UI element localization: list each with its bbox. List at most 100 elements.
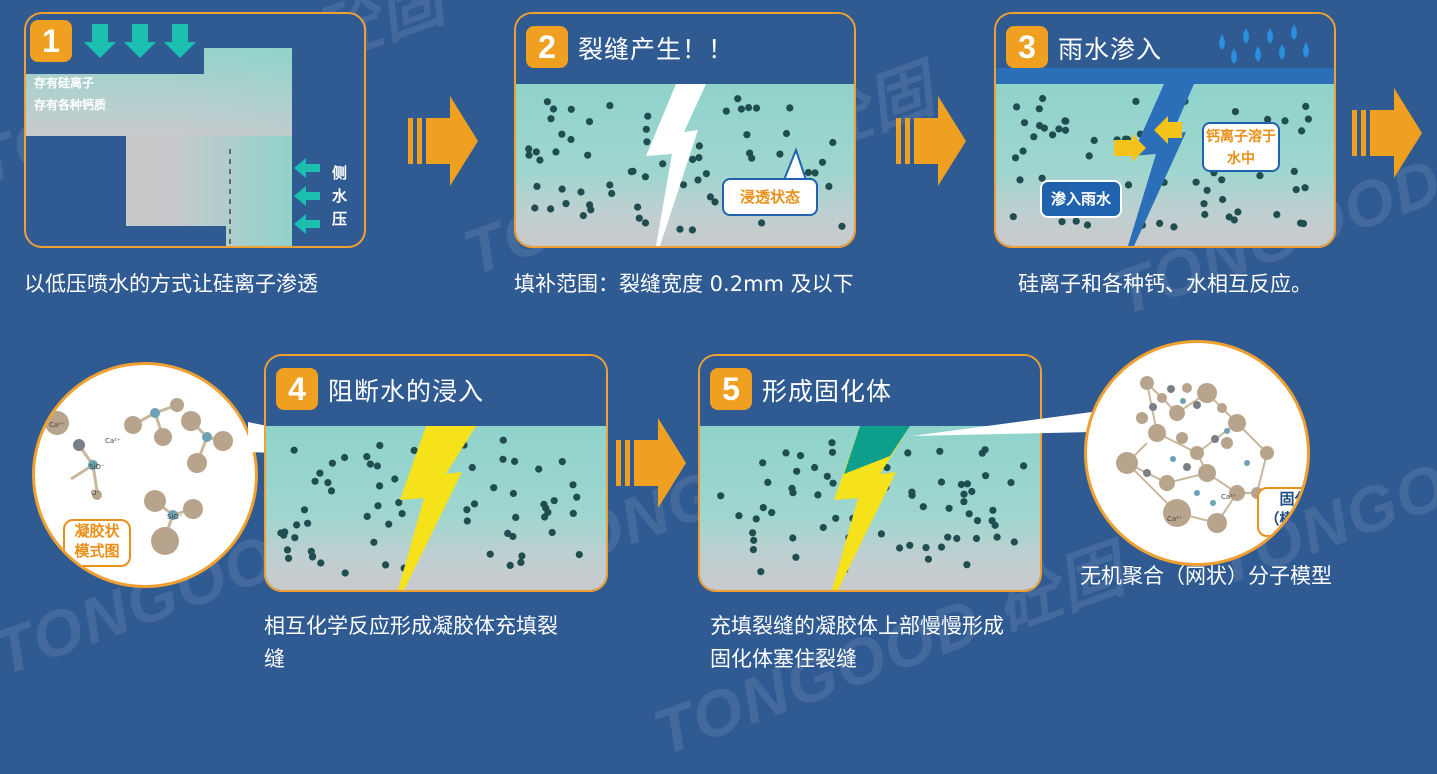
gel-model-circle: Ca²⁺ Ca²⁺ SiO⁻ SiO⁻ O⁻ 凝胶状模式图 [32,362,258,588]
particle [788,484,796,492]
particle [989,506,997,514]
particle [511,457,519,465]
magnify-pointer [912,412,1092,436]
particle [366,460,374,468]
particle [1230,216,1238,224]
particle [825,182,833,190]
particle [752,515,760,523]
particle [811,169,819,177]
particle [291,534,299,542]
particle [711,198,719,206]
calcium-dissolved-bubble: 钙离子溶于水中 [1202,122,1280,172]
particle [972,534,981,543]
particle [606,102,614,110]
particle [811,463,819,472]
particle [327,487,336,495]
particle [1264,115,1272,123]
particle [304,519,312,527]
particle [363,512,371,520]
particle [1085,152,1093,160]
flow-arrow-icon [408,96,478,186]
crack-icon [646,84,706,246]
particle [470,500,479,508]
particle [486,550,494,558]
particle [963,561,971,569]
particle [1035,105,1043,113]
ion-label: SiO⁻ [167,513,183,521]
particle [363,453,371,461]
particle [1013,103,1021,111]
particle [468,463,476,472]
step-number: 4 [276,368,318,410]
particle [644,112,652,120]
step1-caption: 以低压喷水的方式让硅离子渗透 [24,272,318,296]
particle [293,521,301,529]
particle [370,538,378,546]
particle [518,552,526,560]
particle [1234,208,1242,216]
particle [945,504,953,512]
particle [1302,102,1310,110]
particle [973,517,982,525]
solid-crack-icon [832,426,910,590]
particle [376,441,384,450]
particle [1297,219,1305,227]
permeation-state-bubble: 浸透状态 [722,178,818,216]
particle [832,514,840,522]
particle [735,512,743,520]
particle [641,219,650,227]
particle [280,531,288,539]
particle [463,506,471,514]
particle [829,479,837,487]
particle [818,158,827,166]
particle [746,149,754,157]
particle [792,553,800,561]
particle [569,481,577,489]
solid-model-tag: 固化体（模式图） [1257,487,1307,537]
particle [702,170,710,178]
particle [757,568,765,576]
step-title: 裂缝产生！！ [578,35,735,64]
side-pressure-label: 侧 水 压 [332,164,348,228]
particle [906,541,914,549]
particle [317,559,325,567]
particle [550,497,558,505]
particle [706,193,714,201]
particle [1203,186,1211,194]
step3-panel: 3 雨水渗入 钙离子溶于水中 渗入雨水 [994,12,1336,248]
particle [1062,117,1070,125]
particle [567,135,575,144]
particle [1170,223,1178,231]
particle [796,452,805,460]
particle [373,462,381,470]
particle [1011,154,1020,162]
particle [341,569,349,577]
particle [1020,462,1028,470]
particle [883,464,891,472]
particle [536,156,544,164]
particle [283,546,292,554]
particle [877,530,885,538]
particle [776,150,784,158]
particle [734,95,742,103]
step4-caption: 相互化学反应形成凝胶体充填裂缝 [264,614,558,671]
particle [804,168,812,177]
particle [896,544,904,552]
particle [549,105,558,113]
particle [937,543,946,551]
flow-arrow-icon [616,418,686,508]
particle [1132,97,1140,105]
particle [525,145,533,153]
step5-panel: 5 形成固化体 [698,354,1042,592]
particle [1298,127,1306,135]
particle [585,118,594,126]
particle [1030,133,1038,141]
particle [328,459,336,467]
particle [307,547,315,555]
particle [634,203,642,211]
particle [1090,136,1098,144]
particle [982,472,990,480]
particle [579,212,587,220]
particle [1083,221,1092,229]
flow-arrow-icon [1352,88,1422,178]
